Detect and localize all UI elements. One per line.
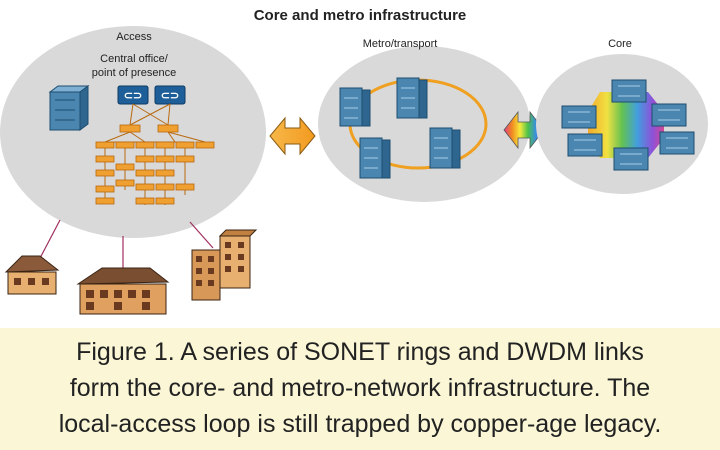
network-diagram: Core and metro infrastructure Access Cen… [0,7,708,315]
caption-line-3: local-access loop is still trapped by co… [58,410,662,438]
townhouse-icon [76,267,170,315]
metro-equipment-detail [344,87,448,169]
distribution-nodes [95,124,215,205]
caption-line-1: Figure 1. A series of SONET rings and DW… [76,338,644,366]
diagram-title: Core and metro infrastructure [254,7,467,24]
central-office-label-line1: Central office/ [100,53,169,65]
svg-text:⊂⊃: ⊂⊃ [124,90,142,102]
access-lines [37,219,214,268]
house-icon [4,255,60,295]
caption-line-2: form the core- and metro-network infrast… [69,374,651,402]
access-label: Access [116,31,152,43]
core-router-detail [568,85,688,165]
apartment-building-icon [191,229,258,301]
core-dwdm-glow [588,92,664,158]
cross-connect-switch-icon: ⊂⊃ [154,85,186,105]
metro-label: Metro/transport [363,38,438,50]
central-office-server-icon [48,85,90,131]
central-office-label-line2: point of presence [92,67,176,79]
bidirectional-arrow-icon [269,116,316,156]
svg-text:⊂⊃: ⊂⊃ [161,90,179,102]
figure-caption: Figure 1. A series of SONET rings and DW… [0,328,720,450]
core-label: Core [608,38,632,50]
cross-connect-switch-icon: ⊂⊃ [117,85,149,105]
